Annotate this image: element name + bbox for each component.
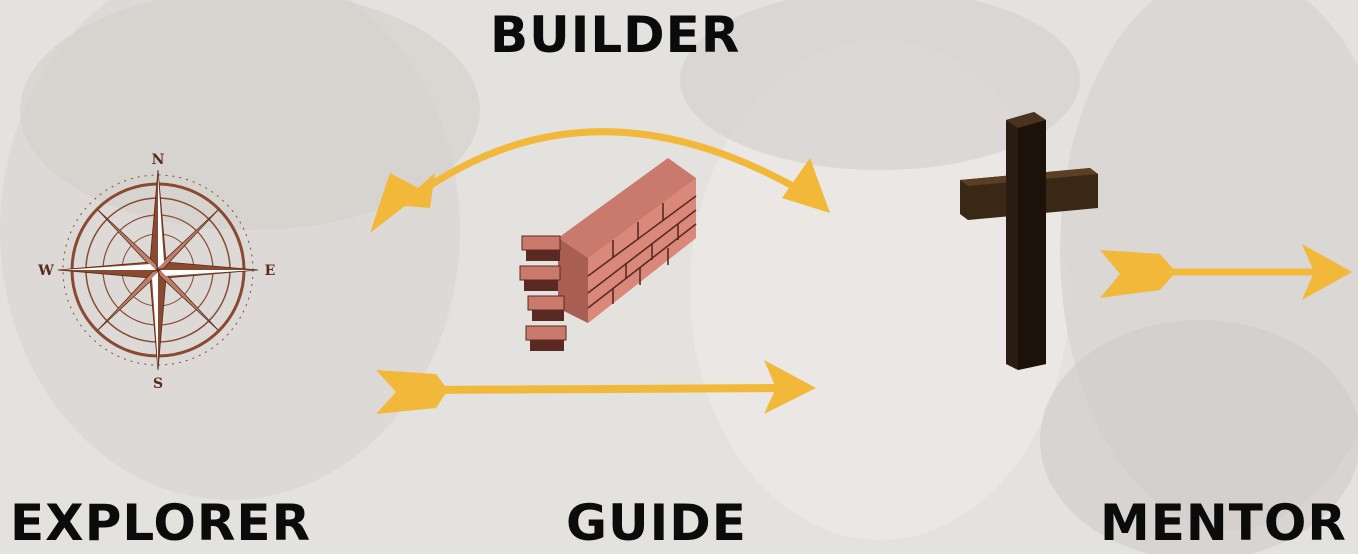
- compass-west-label: W: [38, 263, 54, 279]
- explorer-label: EXPLORER: [10, 494, 312, 552]
- mentor-label: MENTOR: [1100, 494, 1347, 552]
- compass-icon: N S E W: [38, 152, 276, 390]
- brick-wall-icon: [519, 158, 697, 351]
- builder-label: BUILDER: [490, 6, 741, 64]
- compass-north-label: N: [152, 152, 165, 168]
- curved-arrow-icon: [370, 128, 830, 233]
- mentor-arrow-icon: [1100, 244, 1352, 300]
- guide-label: GUIDE: [566, 494, 747, 552]
- compass-east-label: E: [265, 263, 276, 279]
- straight-arrow-icon: [376, 360, 816, 414]
- cross-icon: [960, 112, 1098, 370]
- compass-south-label: S: [153, 376, 163, 390]
